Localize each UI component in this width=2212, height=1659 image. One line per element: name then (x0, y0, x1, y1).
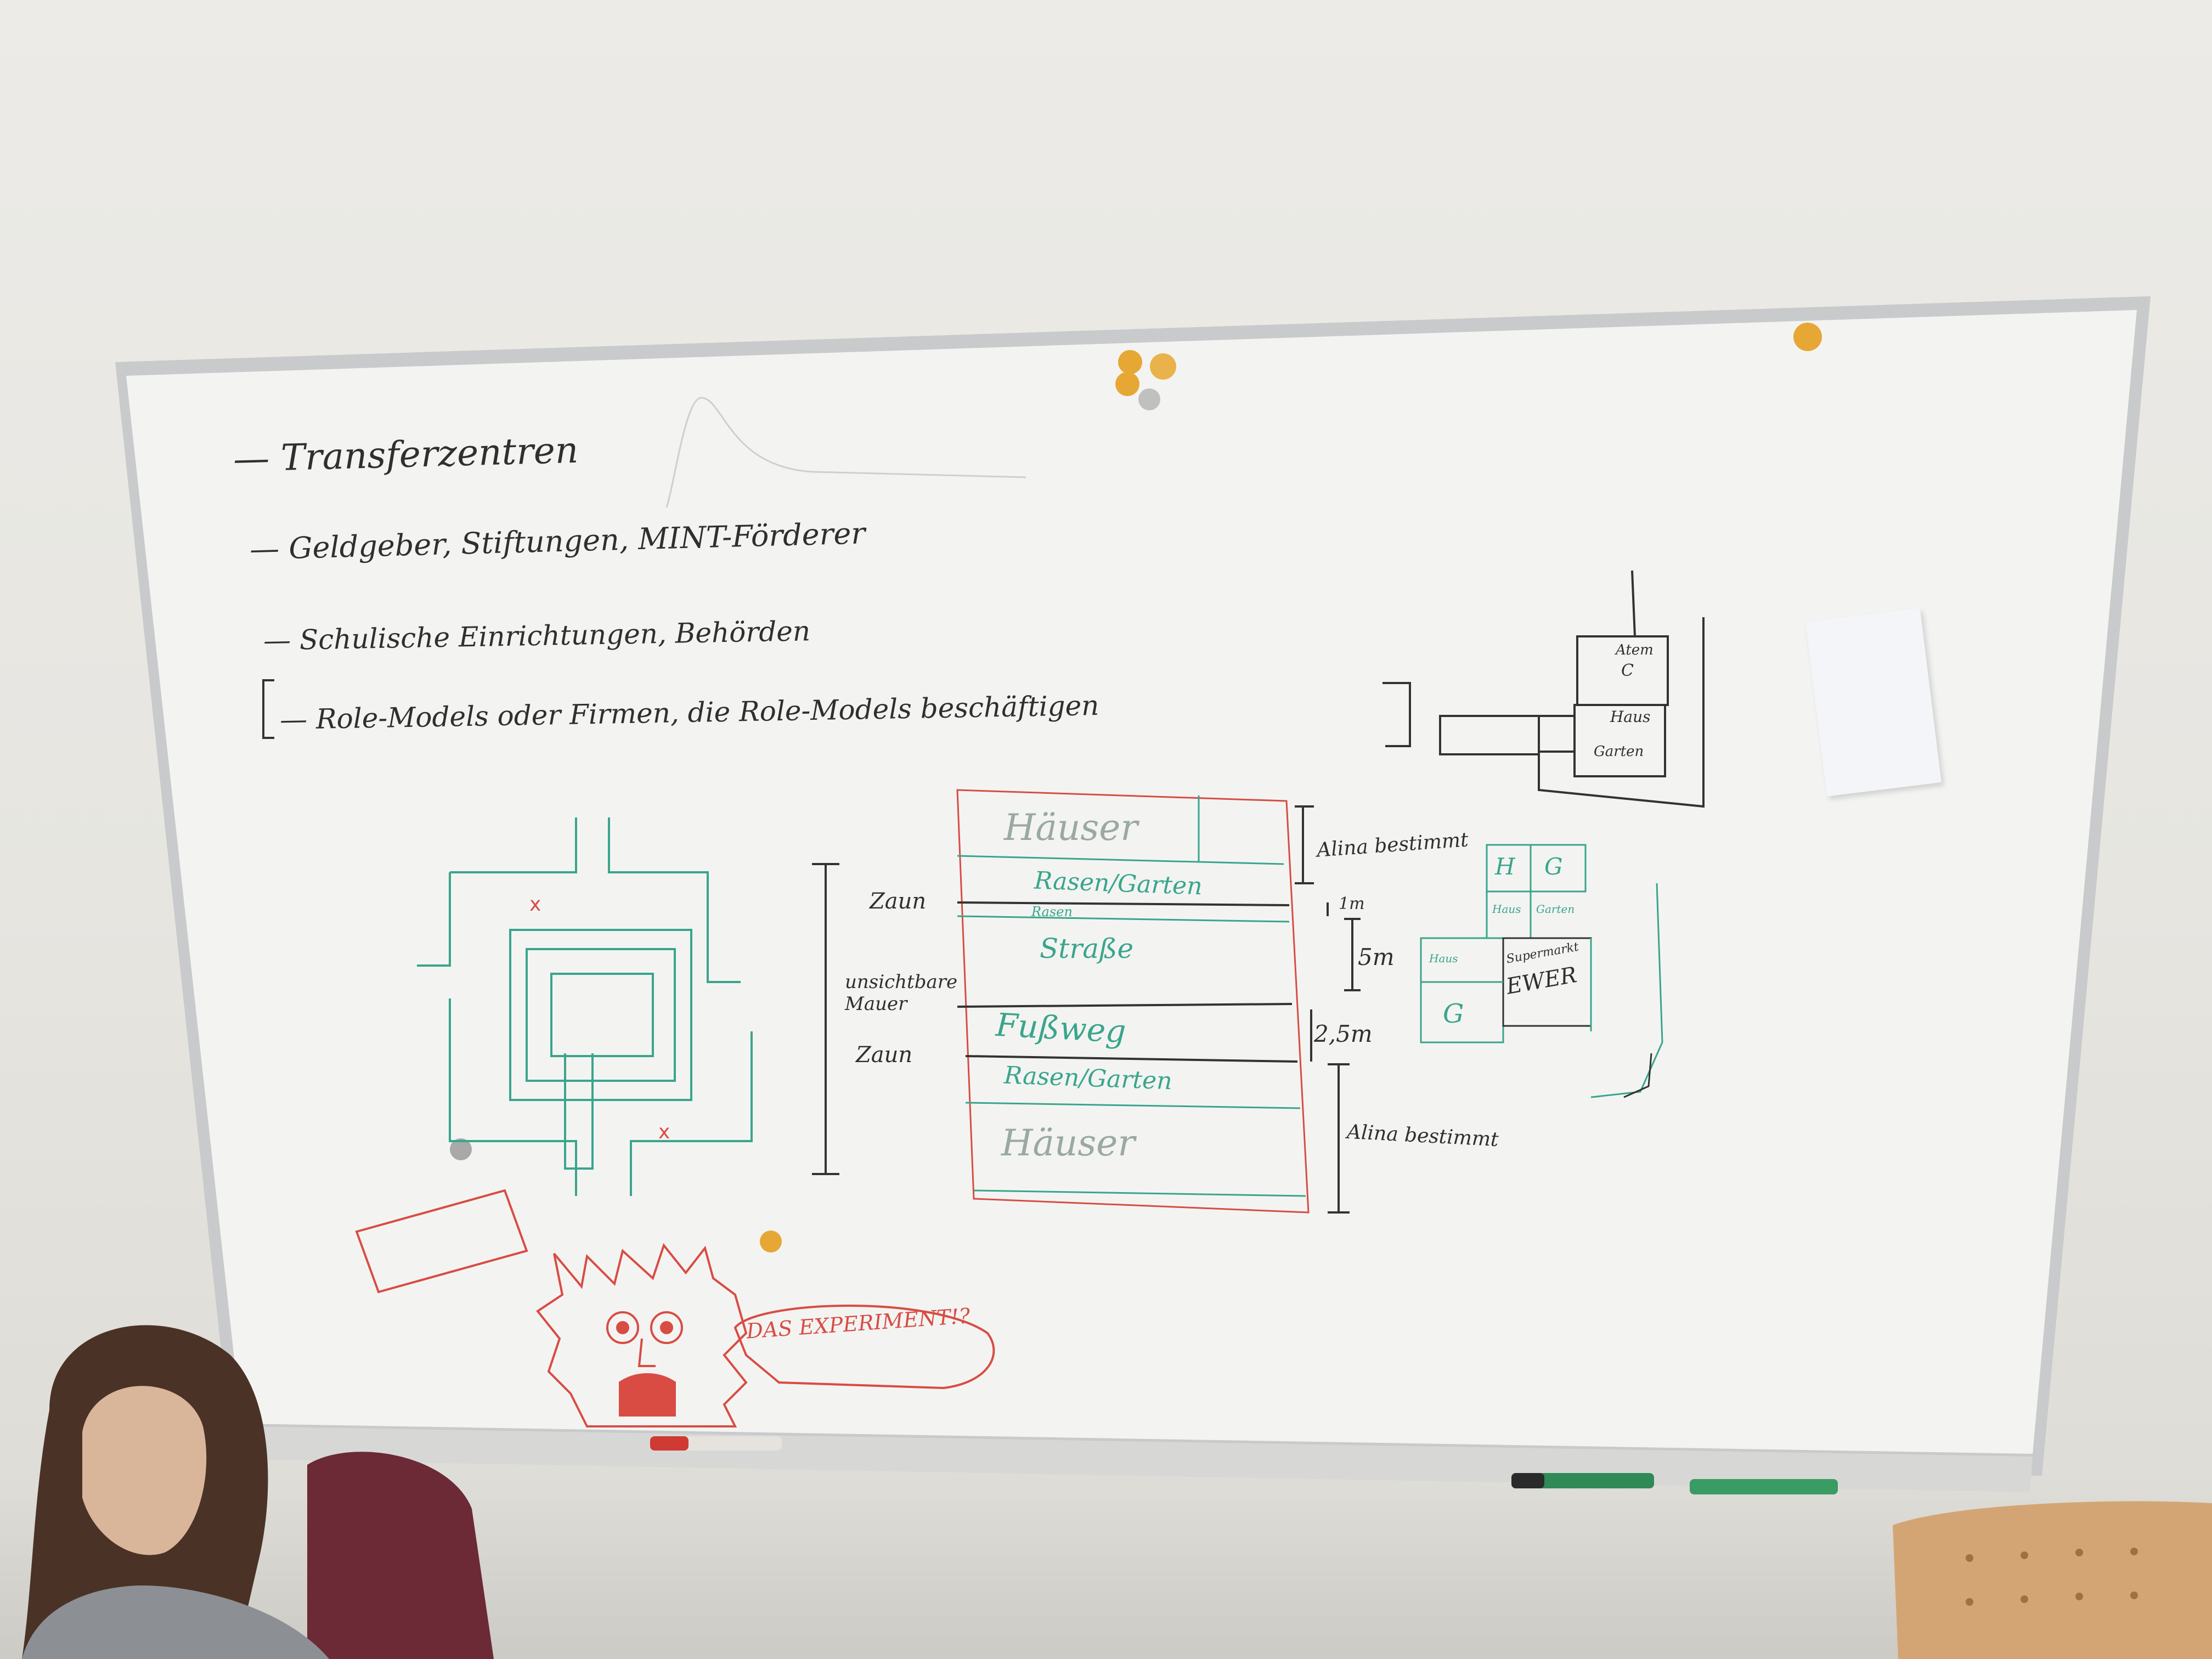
street-row-label: Häuser (1001, 1122, 1135, 1164)
sketch-label: C (1621, 661, 1634, 680)
street-right-label: 1m (1339, 894, 1365, 913)
list-item: — Transferzentren (233, 428, 579, 481)
magnet (760, 1231, 782, 1252)
magnet (1793, 323, 1822, 351)
street-plan-lines (957, 901, 1298, 1063)
sketch-label: Atem (1616, 642, 1654, 658)
mark-x: x (529, 893, 541, 916)
marker-red[interactable] (650, 1436, 782, 1451)
grid-cell: G (1443, 998, 1464, 1029)
mark-x: x (658, 1121, 670, 1143)
erased-curve (665, 397, 1026, 508)
street-row-label: Straße (1040, 933, 1134, 964)
street-left-label: unsichtbare Mauer (845, 971, 958, 1015)
grid-cell: H (1495, 853, 1515, 880)
grid-cell: G (1544, 853, 1563, 880)
sticky-note (1805, 608, 1942, 797)
magnet (1115, 372, 1139, 396)
chair-seat (1893, 1501, 2212, 1659)
list-bracket (1383, 682, 1411, 747)
street-bracket (812, 863, 839, 1175)
street-left-label: Zaun (856, 1042, 913, 1068)
grid-sketch (1420, 844, 1663, 1098)
top-right-sketch (1439, 570, 1705, 808)
street-plan-green-lines (957, 795, 1306, 1197)
sketch-label: Haus (1610, 708, 1651, 726)
grid-cell: Haus (1429, 952, 1458, 965)
marker-green[interactable] (1690, 1479, 1838, 1494)
street-right-label: 2,5m (1314, 1020, 1373, 1047)
person-shirt (22, 1585, 329, 1659)
chair-back (307, 1452, 494, 1659)
street-row-label: Rasen/Garten (1034, 866, 1203, 901)
magnet (1138, 388, 1160, 410)
person-face (82, 1386, 207, 1555)
sketch-label: Garten (1594, 743, 1644, 760)
street-row-label: Rasen (1031, 904, 1073, 919)
street-plan-outline (956, 789, 1310, 1214)
street-row-label: Rasen/Garten (1003, 1061, 1173, 1096)
grid-cell: Haus (1492, 902, 1521, 916)
list-bracket (262, 679, 274, 739)
cartoon-face (355, 1189, 995, 1427)
chair (1893, 1501, 2212, 1659)
magnet (1118, 350, 1142, 374)
grid-cell: Garten (1536, 902, 1575, 916)
person (22, 1325, 494, 1659)
magnet (450, 1138, 472, 1160)
street-right-label: 5m (1358, 944, 1395, 970)
measurement-ticks (1295, 805, 1361, 1214)
street-row-label: Fußweg (995, 1006, 1127, 1051)
street-left-label: Zaun (870, 889, 927, 914)
block-sketch (417, 817, 753, 1196)
marker-black[interactable] (1511, 1473, 1654, 1488)
magnet (1150, 353, 1176, 380)
street-row-label: Häuser (1004, 806, 1138, 849)
